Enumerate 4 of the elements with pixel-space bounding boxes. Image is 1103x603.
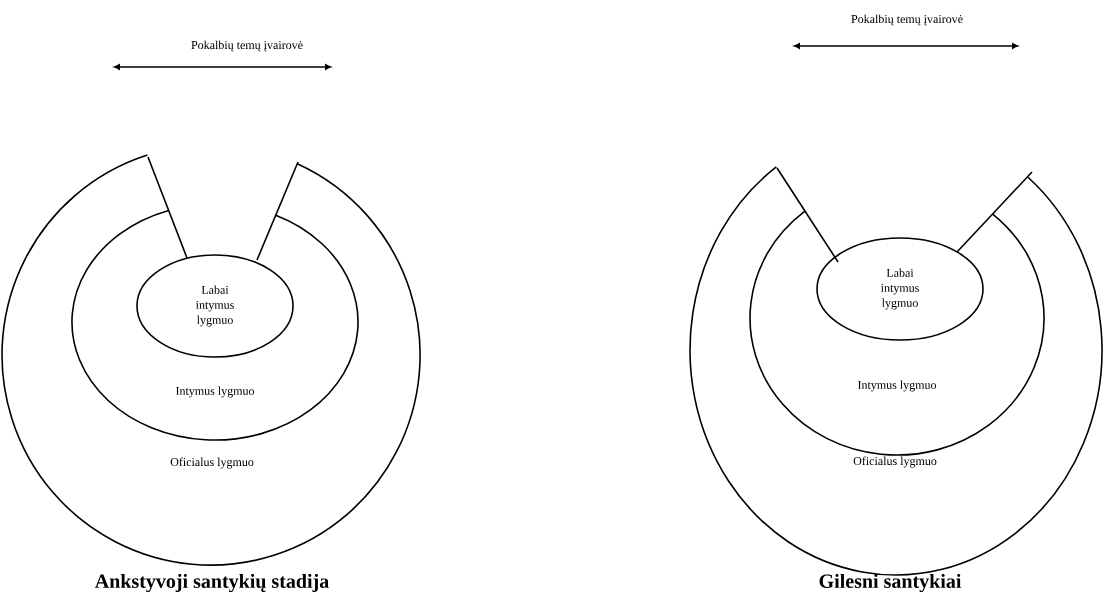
stage-label: Gilesni santykiai (819, 573, 962, 593)
axis-label: Pokalbių temų įvairovė (191, 40, 303, 52)
axis-label: Pokalbių temų įvairovė (851, 14, 963, 26)
stage-label: Ankstyvoji santykių stadija (94, 573, 329, 593)
